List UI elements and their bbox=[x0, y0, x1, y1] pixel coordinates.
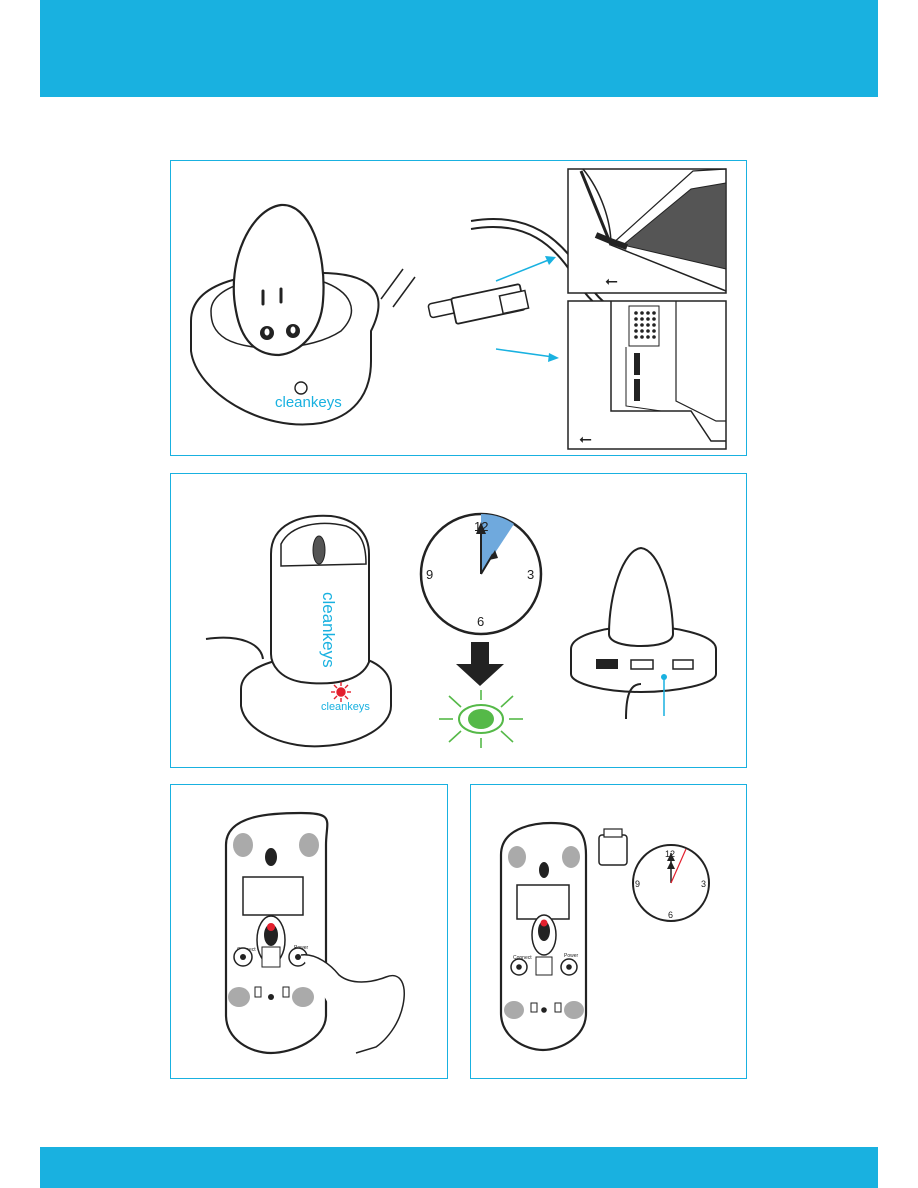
charging-illustration: cleankeys cleankeys 12 3 6 9 bbox=[205, 512, 717, 748]
clock-numeral-9: 9 bbox=[635, 879, 640, 889]
arrow-to-desktop bbox=[495, 348, 554, 358]
charging-cradle bbox=[189, 203, 380, 426]
arrow-to-laptop bbox=[495, 258, 552, 282]
clock-numeral-12: 12 bbox=[474, 519, 488, 534]
cradle-usb-hub bbox=[570, 546, 717, 720]
mouse-logo: cleankeys bbox=[319, 592, 338, 668]
connect-label: Connect bbox=[513, 955, 532, 961]
timer-clock-small: 12 3 6 9 bbox=[632, 844, 710, 922]
panel-pairing: Connect Power 12 3 6 9 bbox=[470, 784, 747, 1079]
clock-numeral-3: 3 bbox=[527, 567, 534, 582]
usb-plug bbox=[427, 283, 530, 325]
bottom-footer-band bbox=[40, 1147, 878, 1188]
panel-charging: cleankeys cleankeys 12 3 6 9 bbox=[170, 473, 747, 768]
mouse-in-cradle: cleankeys cleankeys bbox=[205, 514, 393, 748]
down-arrow-icon bbox=[456, 642, 504, 686]
mouse-underside: Connect Power bbox=[224, 811, 329, 1055]
clock-numeral-3: 3 bbox=[701, 879, 706, 889]
mouse-underside: Connect Power bbox=[499, 821, 588, 1052]
panel-power-on: Connect Power bbox=[170, 784, 448, 1079]
clock-numeral-12: 12 bbox=[665, 849, 675, 859]
usb-dongle bbox=[598, 828, 628, 866]
pressing-hand bbox=[300, 954, 405, 1054]
desktop-port-inset: ⭠ bbox=[567, 300, 727, 450]
usb-icon: ⭠ bbox=[579, 429, 592, 448]
cable-break-mark bbox=[380, 268, 404, 300]
power-button-icon bbox=[294, 381, 308, 395]
usb-connection-illustration: cleankeys ⭠ bbox=[189, 168, 727, 450]
clock-numeral-6: 6 bbox=[477, 614, 484, 629]
clock-numeral-9: 9 bbox=[426, 567, 433, 582]
cradle-logo: cleankeys bbox=[275, 394, 342, 411]
top-header-band bbox=[40, 0, 878, 97]
power-label: Power bbox=[564, 953, 579, 959]
timer-clock: 12 3 6 9 bbox=[419, 512, 543, 636]
red-led-indicator bbox=[331, 682, 351, 702]
speaker-grille bbox=[634, 311, 656, 339]
panel-usb-connection: cleankeys ⭠ bbox=[170, 160, 747, 456]
mouse-bottom-power-illustration: Connect Power bbox=[224, 811, 405, 1055]
mouse-pairing-illustration: Connect Power 12 3 6 9 bbox=[499, 821, 710, 1052]
usb-icon: ⭠ bbox=[605, 271, 618, 290]
laptop-port-inset: ⭠ bbox=[567, 168, 727, 294]
green-led-indicator bbox=[439, 690, 523, 748]
clock-numeral-6: 6 bbox=[668, 910, 673, 920]
cradle-logo-small: cleankeys bbox=[321, 701, 370, 713]
